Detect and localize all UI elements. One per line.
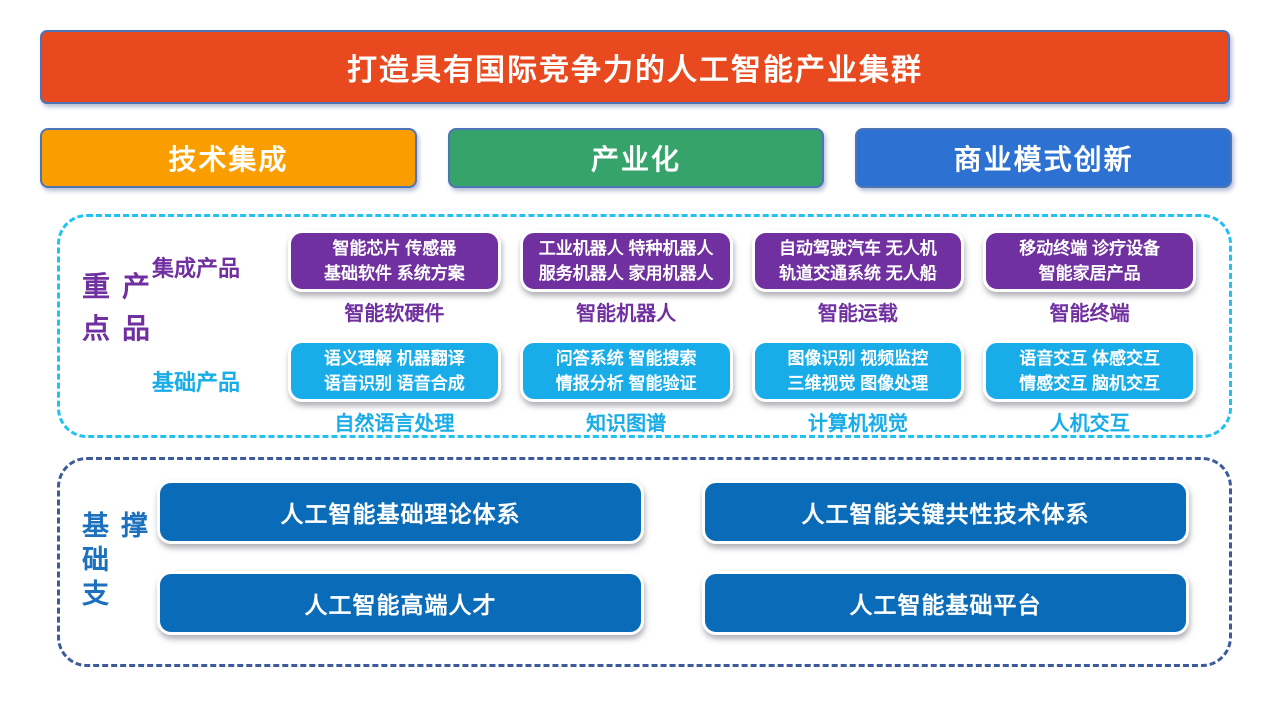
product-caption: 知识图谱 [586, 413, 667, 435]
product-line: 三维视觉 图像处理 [787, 374, 929, 393]
foundation-section-label: 基础支撑 [78, 511, 147, 613]
product-box: 智能芯片 传感器 基础软件 系统方案 [288, 230, 501, 292]
product-line: 智能芯片 传感器 [332, 238, 457, 258]
foundation-section: 基础支撑 人工智能基础理论体系 人工智能关键共性技术体系 人工智能高端人才 人工… [57, 457, 1232, 667]
product-caption: 智能机器人 [576, 303, 677, 325]
product-box: 问答系统 智能搜索 情报分析 智能验证 [519, 340, 733, 402]
key-products-section: 重点产品 集成产品 基础产品 智能芯片 传感器 基础软件 系统方案 智能软硬件 … [57, 214, 1232, 438]
product-caption: 计算机视觉 [807, 413, 908, 435]
product-caption: 智能运载 [817, 303, 898, 325]
product-line: 图像识别 视频监控 [787, 348, 929, 368]
product-box: 移动终端 诊疗设备 智能家居产品 [983, 230, 1196, 292]
product-line: 情报分析 智能验证 [555, 374, 697, 393]
pillar-row: 技术集成 产业化 商业模式创新 [40, 128, 1233, 188]
product-column-smart-transport: 自动驾驶汽车 无人机 轨道交通系统 无人船 智能运载 图像识别 视频监控 三维视… [751, 230, 965, 450]
product-line: 移动终端 诊疗设备 [1019, 238, 1160, 258]
product-line: 问答系统 智能搜索 [555, 348, 697, 368]
products-grid: 智能芯片 传感器 基础软件 系统方案 智能软硬件 语义理解 机器翻译 语音识别 … [288, 230, 1196, 450]
pillar-label: 技术集成 [168, 144, 289, 175]
foundation-bar-platform: 人工智能基础平台 [702, 571, 1189, 635]
product-column-smart-hw-sw: 智能芯片 传感器 基础软件 系统方案 智能软硬件 语义理解 机器翻译 语音识别 … [288, 230, 501, 450]
foundation-bar-theory: 人工智能基础理论体系 [157, 480, 644, 544]
foundation-bars-grid: 人工智能基础理论体系 人工智能关键共性技术体系 人工智能高端人才 人工智能基础平… [157, 480, 1189, 635]
product-caption: 自然语言处理 [334, 413, 455, 435]
foundation-bar-key-tech: 人工智能关键共性技术体系 [702, 480, 1189, 544]
pillar-tech-integration: 技术集成 [40, 128, 417, 188]
pillar-industrialization: 产业化 [447, 128, 825, 188]
basic-products-row-label: 基础产品 [151, 370, 240, 395]
product-line: 语义理解 机器翻译 [324, 348, 465, 368]
product-box: 图像识别 视频监控 三维视觉 图像处理 [751, 340, 965, 402]
foundation-bar-talent: 人工智能高端人才 [157, 571, 644, 635]
product-line: 自动驾驶汽车 无人机 [779, 238, 937, 258]
product-line: 智能家居产品 [1038, 264, 1141, 283]
product-column-smart-terminal: 移动终端 诊疗设备 智能家居产品 智能终端 语音交互 体感交互 情感交互 脑机交… [983, 230, 1196, 450]
pillar-label: 产业化 [591, 144, 682, 175]
product-line: 基础软件 系统方案 [324, 264, 465, 283]
product-line: 语音识别 语音合成 [324, 374, 465, 393]
product-line: 服务机器人 家用机器人 [538, 264, 714, 283]
product-box: 自动驾驶汽车 无人机 轨道交通系统 无人船 [751, 230, 965, 292]
integrated-products-row-label: 集成产品 [151, 256, 240, 281]
product-caption: 人机交互 [1049, 413, 1130, 435]
product-box: 语义理解 机器翻译 语音识别 语音合成 [288, 340, 501, 402]
pillar-business-model: 商业模式创新 [855, 128, 1233, 188]
product-box: 工业机器人 特种机器人 服务机器人 家用机器人 [519, 230, 733, 292]
pillar-label: 商业模式创新 [953, 144, 1134, 175]
product-box: 语音交互 体感交互 情感交互 脑机交互 [983, 340, 1196, 402]
product-line: 语音交互 体感交互 [1019, 348, 1160, 368]
main-title: 打造具有国际竞争力的人工智能产业集群 [347, 54, 923, 87]
product-column-smart-robot: 工业机器人 特种机器人 服务机器人 家用机器人 智能机器人 问答系统 智能搜索 … [519, 230, 733, 450]
product-line: 工业机器人 特种机器人 [538, 238, 714, 258]
product-line: 情感交互 脑机交互 [1019, 374, 1160, 393]
product-caption: 智能软硬件 [344, 303, 445, 325]
product-caption: 智能终端 [1049, 303, 1130, 325]
key-products-section-label: 重点产品 [79, 271, 150, 356]
main-title-banner: 打造具有国际竞争力的人工智能产业集群 [40, 30, 1230, 104]
product-line: 轨道交通系统 无人船 [779, 264, 937, 283]
